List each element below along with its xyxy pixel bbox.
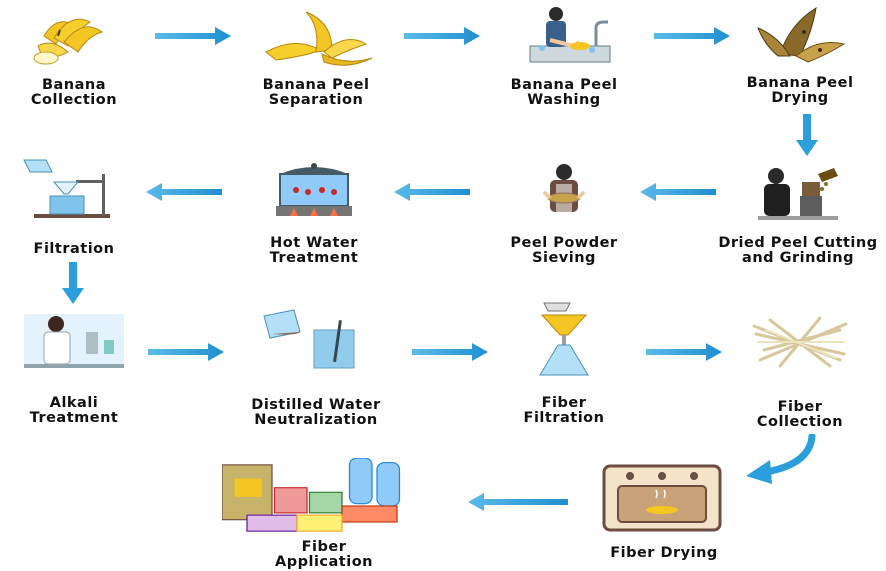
step-label-line1: Banana Peel [262,77,370,93]
arrow-right-icon [412,343,488,361]
beaker-pour-icon [263,309,355,369]
lab-scientist-icon [24,314,124,368]
step-label-line1: Banana Peel [746,75,854,91]
arrow-left-icon [468,493,568,511]
arrow-curved-down-left-icon [746,434,816,484]
oven-icon [602,464,722,532]
step-label-line1: Distilled Water [251,397,381,413]
step-label-line1: Banana Peel [510,77,618,93]
grinder-icon [758,168,838,220]
step-label-line2: Washing [527,92,601,108]
banana-bunch-icon [33,18,104,65]
sieving-person-icon [542,164,586,212]
step-label-line2: Neutralization [254,412,378,428]
step-label-line2: Sieving [532,250,596,266]
step-label-line2: Treatment [269,250,359,266]
banana-peel-icon [265,11,373,66]
arrow-down-icon [62,262,84,304]
arrow-left-icon [640,183,716,201]
arrow-right-icon [155,27,231,45]
step-label-line2: Application [275,554,373,570]
funnel-flask-icon [539,302,589,376]
arrow-left-icon [394,183,470,201]
step-label-line2: Collection [30,92,118,108]
step-label-line1: Dried Peel Cutting [718,235,878,251]
arrow-right-icon [404,27,480,45]
step-label-line1: Peel Powder [510,235,618,251]
step-label-line1: Alkali [49,395,99,411]
step-label-line2: Collection [756,414,844,430]
arrow-down-icon [796,114,818,156]
dried-peel-icon [757,6,846,63]
arrow-left-icon [146,183,222,201]
step-label-line2: and Grinding [742,250,854,266]
step-label-line2: Drying [771,90,829,106]
step-label-line1: Fiber [777,399,823,415]
arrow-right-icon [654,27,730,45]
step-label-line1: Fiber [301,539,347,555]
arrow-right-icon [646,343,722,361]
washing-person-icon [529,7,611,63]
hot-pot-icon [276,163,352,216]
step-label-line1: Hot Water [270,235,358,251]
step-label-line2: Treatment [29,410,119,426]
arrow-right-icon [148,343,224,361]
step-label-line2: Separation [268,92,364,108]
step-label-line1: Banana [41,77,107,93]
step-label-line2: Filtration [523,410,605,426]
step-label-line1: Fiber Drying [610,545,718,561]
step-label-line1: Fiber [541,395,587,411]
packaging-products-icon [222,458,401,532]
filtration-setup-icon [23,159,110,218]
step-label-line1: Filtration [33,241,115,257]
fiber-bundle-icon [752,316,848,368]
